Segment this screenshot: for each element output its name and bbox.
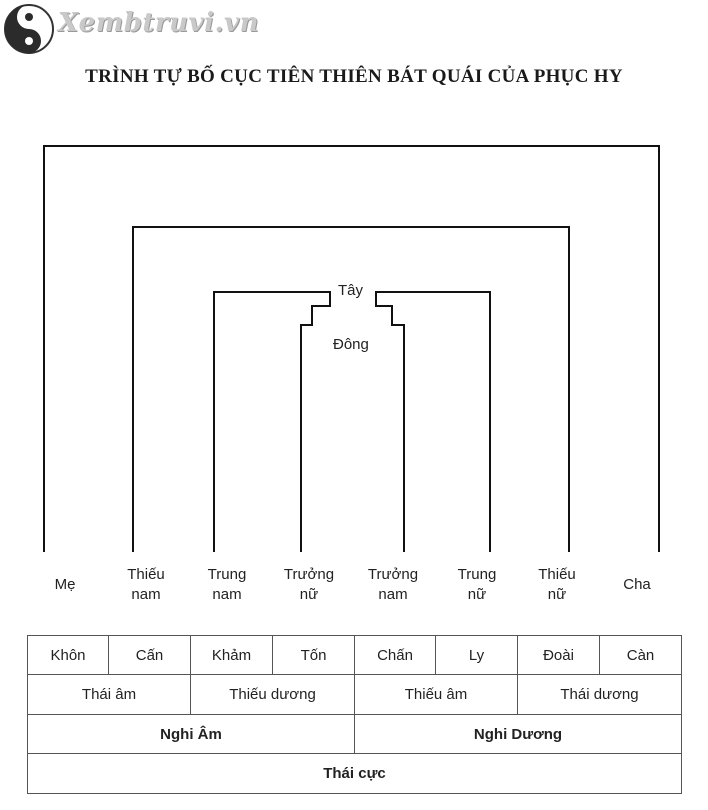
member-label-cha: Cha [623,576,651,593]
trigram-cell: Chấn [354,635,436,675]
symbol-cell: Thái dương [517,674,682,715]
bracket-diagram [43,145,660,552]
bracket-outer [43,145,660,552]
bracket-second [132,226,570,552]
trigram-cell: Ly [435,635,518,675]
direction-west: Tây [338,282,364,299]
yin-yang-icon [4,4,54,54]
two-modes-row: Nghi Âm Nghi Dương [27,714,682,754]
symbol-cell: Thiếu âm [354,674,518,715]
trigram-cell: Tốn [272,635,355,675]
member-label-me: Mẹ [54,576,76,593]
four-symbols-row: Thái âm Thiếu dương Thiếu âm Thái dương [27,674,682,715]
mode-cell-yin: Nghi Âm [27,714,355,754]
mode-cell-yang: Nghi Dương [354,714,682,754]
supreme-row: Thái cực [27,753,682,794]
trigram-cell: Khảm [190,635,273,675]
page-title: TRÌNH TỰ BỐ CỤC TIÊN THIÊN BÁT QUÁI CỦA … [85,66,623,87]
site-logo: Xembtruvi.vn [2,2,259,56]
symbol-cell: Thái âm [27,674,191,715]
direction-east: Đông [333,336,369,353]
supreme-cell: Thái cực [27,753,682,794]
trigram-cell: Càn [599,635,682,675]
bracket-third-left [213,291,331,552]
trigram-cell: Cấn [108,635,191,675]
trigram-cell: Đoài [517,635,600,675]
derivation-table: Khôn Cấn Khảm Tốn Chấn Ly Đoài Càn Thái … [27,635,682,794]
trigram-row: Khôn Cấn Khảm Tốn Chấn Ly Đoài Càn [27,635,682,675]
site-name: Xembtruvi.vn [58,8,260,38]
symbol-cell: Thiếu dương [190,674,355,715]
trigram-cell: Khôn [27,635,109,675]
bracket-third-right [375,291,491,552]
